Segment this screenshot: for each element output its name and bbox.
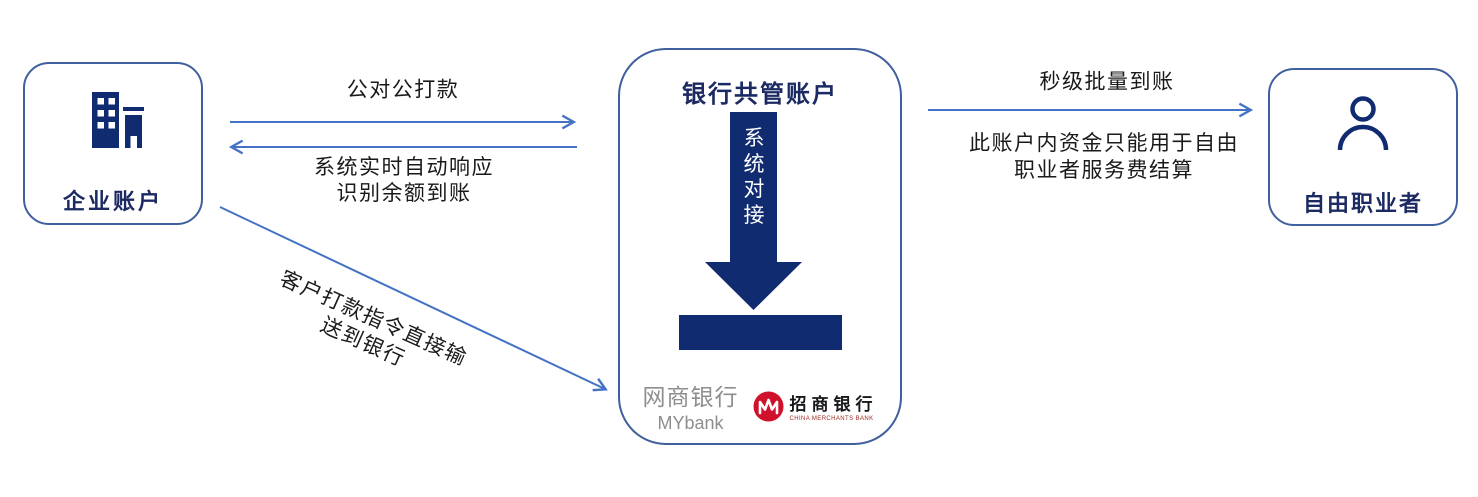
node-enterprise-account: 企业账户 — [23, 62, 203, 225]
cmb-monogram-icon — [753, 391, 783, 421]
label-funds-restriction-line1: 此账户内资金只能用于自由 — [969, 132, 1239, 155]
node-freelancer: 自由职业者 — [1268, 68, 1458, 226]
partner-bank-logos: 网商银行 MYbank 招商银行 CHINA MERCHANTS BANK — [620, 378, 900, 434]
label-b2b-payment: 公对公打款 — [346, 78, 460, 102]
node-bank-joint-account: 银行共管账户 系统对接 网商银行 MYbank 招商银行 CHINA MERCH… — [618, 48, 902, 445]
building-icon — [92, 92, 144, 148]
label-payment-instruction: 客户打款指令直接输 送到银行 — [265, 266, 471, 396]
label-funds-restriction-line2: 职业者服务费结算 — [1014, 159, 1194, 182]
system-integration-label: 系统对接 — [743, 127, 765, 227]
label-system-response-line1: 系统实时自动响应 — [314, 156, 494, 179]
mybank-logo-cn: 网商银行 — [642, 384, 739, 410]
label-system-response-line2: 识别余额到账 — [336, 182, 472, 205]
mybank-logo: 网商银行 MYbank — [643, 378, 739, 434]
cmb-logo-en: CHINA MERCHANTS BANK — [789, 416, 874, 422]
bank-joint-account-title: 银行共管账户 — [682, 81, 838, 108]
person-icon — [1337, 96, 1389, 151]
cmb-logo-cn: 招商银行 — [789, 395, 878, 414]
freelancer-label: 自由职业者 — [1302, 191, 1423, 216]
label-funds-restriction: 此账户内资金只能用于自由 职业者服务费结算 — [969, 130, 1239, 184]
system-integration-down-arrow — [679, 112, 842, 350]
enterprise-account-label: 企业账户 — [62, 189, 163, 214]
label-system-response: 系统实时自动响应 识别余额到账 — [314, 155, 494, 207]
cmb-logo-text: 招商银行 CHINA MERCHANTS BANK — [790, 390, 878, 422]
label-batch-arrival: 秒级批量到账 — [1039, 70, 1175, 94]
mybank-logo-en: MYbank — [657, 413, 724, 433]
cmb-logo: 招商银行 CHINA MERCHANTS BANK — [753, 390, 878, 422]
